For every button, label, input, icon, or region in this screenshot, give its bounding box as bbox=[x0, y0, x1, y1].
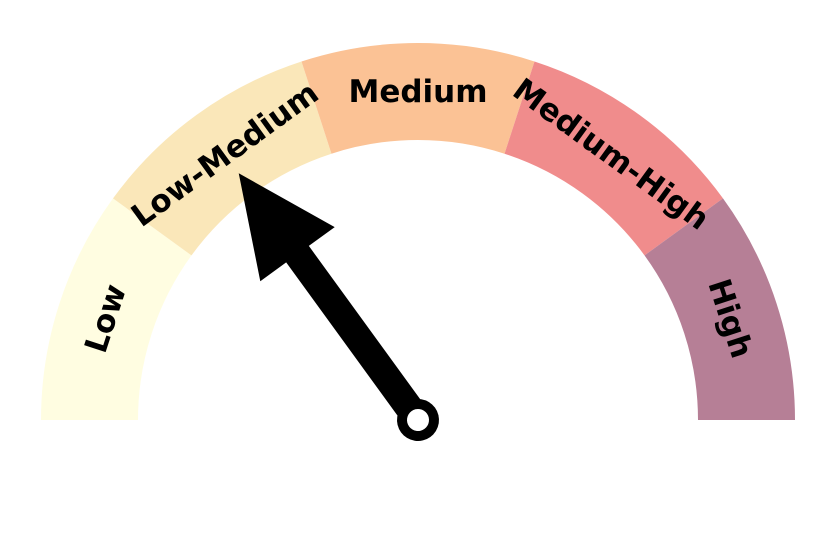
gauge-segment-low bbox=[41, 198, 192, 420]
gauge-segment-medium bbox=[301, 42, 535, 154]
gauge-segment-label-medium: Medium bbox=[348, 74, 487, 110]
needle-arrow-shape bbox=[238, 173, 430, 429]
gauge-segment-medium-high bbox=[504, 61, 723, 256]
gauge-segment-high bbox=[644, 198, 795, 420]
gauge-needle bbox=[238, 173, 439, 441]
gauge-segment-low-medium bbox=[113, 61, 332, 256]
needle-hub-hole bbox=[407, 409, 429, 431]
